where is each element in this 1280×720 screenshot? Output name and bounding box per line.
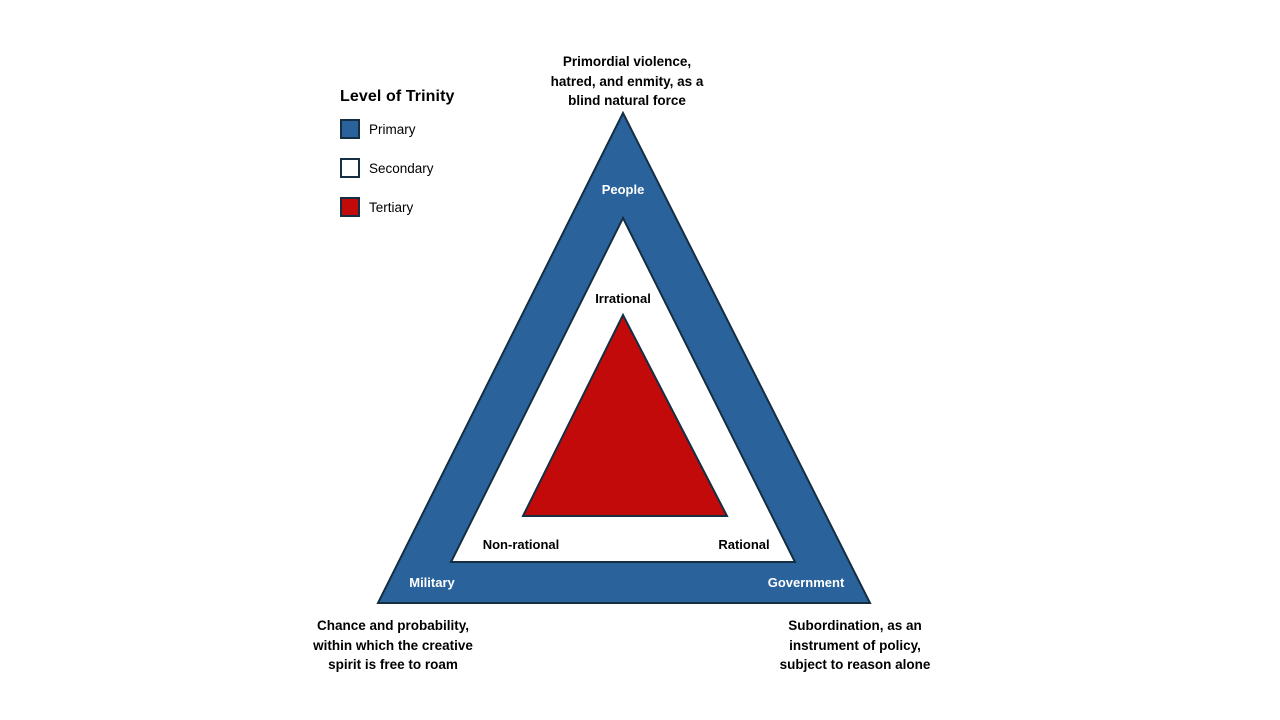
label-non-rational: Non-rational <box>482 537 560 552</box>
tertiary-triangle <box>521 312 729 517</box>
label-government: Government <box>767 575 845 590</box>
label-people: People <box>601 182 645 197</box>
legend: Level of Trinity Primary Secondary Terti… <box>340 88 455 236</box>
legend-item-label-primary: Primary <box>369 121 416 137</box>
primary-color-swatch <box>340 119 360 139</box>
annotation-subordination-policy: Subordination, as an instrument of polic… <box>779 618 931 672</box>
legend-item-tertiary: Tertiary <box>340 197 455 217</box>
label-military: Military <box>409 575 455 590</box>
label-rational: Rational <box>718 537 770 552</box>
annotation-primordial-violence: Primordial violence, hatred, and enmity,… <box>550 54 704 108</box>
legend-item-secondary: Secondary <box>340 158 455 178</box>
secondary-color-swatch <box>340 158 360 178</box>
legend-item-label-secondary: Secondary <box>369 160 434 176</box>
annotation-chance-probability: Chance and probability, within which the… <box>313 618 473 672</box>
tertiary-color-swatch <box>340 197 360 217</box>
label-irrational: Irrational <box>595 291 651 306</box>
legend-item-label-tertiary: Tertiary <box>369 199 414 215</box>
legend-title: Level of Trinity <box>340 88 455 105</box>
legend-item-primary: Primary <box>340 119 455 139</box>
